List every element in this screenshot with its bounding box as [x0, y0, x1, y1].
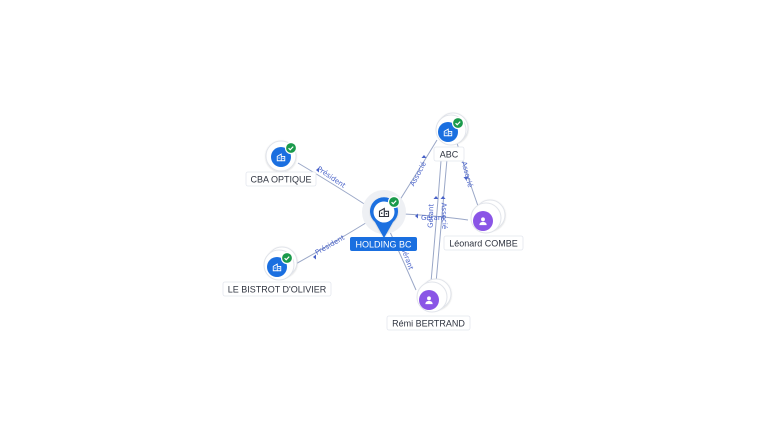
node-label-le-bistrot-dolivier: LE BISTROT D'OLIVIER — [228, 285, 327, 295]
edge-leonard-holding[interactable] — [403, 213, 469, 221]
edge-label-leonard-holding: Gérant — [421, 214, 445, 222]
edge-label-holding-bistrot: Président — [314, 234, 346, 257]
node-leonard-combe[interactable]: Léonard COMBE — [443, 199, 524, 251]
verified-badge-icon — [387, 195, 401, 209]
edge-holding-cba[interactable] — [297, 162, 370, 208]
edge-label-holding-abc: Associé — [408, 160, 427, 187]
edge-label-remi-abc-2: Associé — [440, 203, 449, 230]
node-remi-bertrand[interactable]: Rémi BERTRAND — [386, 278, 471, 331]
node-label-holding-bc: HOLDING BC — [355, 240, 412, 250]
edge-remi-abc-1[interactable] — [430, 147, 443, 283]
node-label-abc: ABC — [440, 150, 459, 160]
node-label-cba-optique: CBA OPTIQUE — [250, 175, 311, 185]
node-label-remi-bertrand: Rémi BERTRAND — [392, 319, 465, 329]
edge-label-holding-cba: Président — [315, 165, 347, 190]
node-holding-bc[interactable]: HOLDING BC — [350, 190, 417, 251]
edge-remi-abc-2[interactable] — [435, 147, 449, 284]
edges — [291, 139, 479, 291]
verified-badge-icon — [280, 251, 294, 265]
node-label-leonard-combe: Léonard COMBE — [449, 239, 518, 249]
edge-label-leonard-abc: Associé — [460, 161, 475, 189]
edge-holding-bistrot[interactable] — [291, 220, 370, 267]
arrow-holding-abc — [421, 155, 427, 158]
edge-arrows — [313, 155, 469, 260]
node-abc[interactable]: ABC — [433, 112, 469, 162]
arrow-holding-bistrot — [313, 254, 316, 260]
node-le-bistrot-dolivier[interactable]: LE BISTROT D'OLIVIER — [222, 246, 332, 297]
arrow-remi-abc-2 — [440, 196, 446, 199]
verified-badge-icon — [451, 116, 465, 130]
edge-holding-abc[interactable] — [397, 139, 438, 204]
arrow-holding-cba — [316, 167, 319, 173]
edge-label-remi-abc-1: Gérant — [427, 204, 436, 229]
arrow-leonard-abc — [463, 177, 469, 180]
edge-leonard-abc[interactable] — [455, 139, 479, 207]
verified-badge-icon — [284, 141, 298, 155]
arrow-leonard-holding — [415, 213, 418, 219]
arrow-remi-abc-1 — [433, 196, 439, 199]
edge-remi-holding[interactable] — [389, 231, 417, 291]
node-cba-optique[interactable]: CBA OPTIQUE — [245, 140, 317, 187]
